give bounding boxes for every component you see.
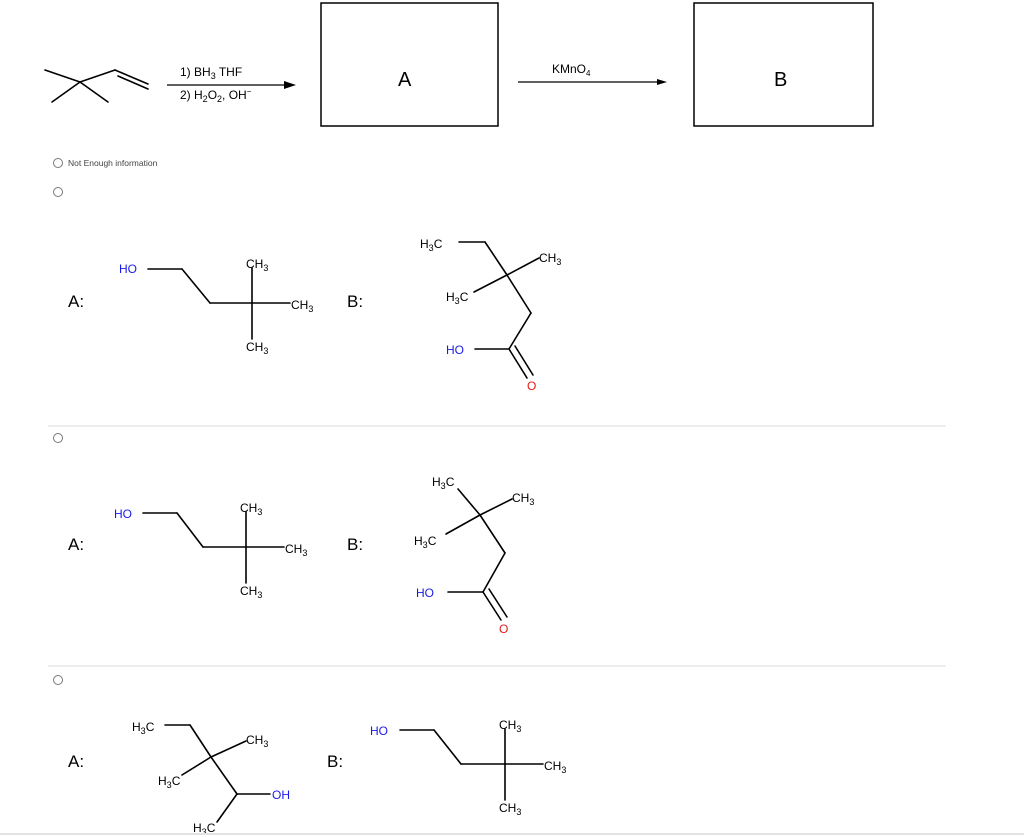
svg-text:CH3: CH3 [246, 257, 268, 273]
svg-text:HO: HO [370, 724, 388, 738]
reagent-step2: 2) H2O2, OH− [180, 87, 252, 104]
reagent-step1: 1) BH3 THF [180, 65, 242, 81]
svg-text:H3C: H3C [420, 237, 443, 253]
starting-material-structure [44, 69, 149, 103]
svg-text:HO: HO [416, 586, 434, 600]
svg-text:CH3: CH3 [291, 298, 313, 314]
radio-option-3 [53, 433, 63, 443]
option-1-text: Not Enough information [68, 158, 158, 168]
svg-text:CH3: CH3 [246, 733, 268, 749]
svg-text:H3C: H3C [193, 821, 216, 837]
option-2[interactable]: A: HO CH3 CH3 CH3 B: H3C CH3 H3C [53, 187, 562, 394]
reaction-arrow-1 [167, 81, 296, 89]
option-2-structure-a: HO CH3 CH3 CH3 [119, 257, 313, 356]
oxidation-reagent: KMnO4 [552, 62, 591, 78]
svg-text:CH3: CH3 [499, 718, 521, 734]
svg-text:O: O [527, 379, 536, 393]
radio-option-1 [53, 158, 63, 168]
svg-text:CH3: CH3 [246, 340, 268, 356]
option-3-structure-b: H3C CH3 H3C HO O [414, 475, 534, 636]
svg-text:OH: OH [272, 788, 290, 802]
radio-option-4 [53, 675, 63, 685]
svg-text:CH3: CH3 [285, 542, 307, 558]
option-2-structure-b: H3C CH3 H3C HO O [420, 237, 561, 393]
option-3-structure-a: HO CH3 CH3 CH3 [114, 501, 307, 600]
option-4-structure-a: H3C CH3 H3C OH H3C [132, 720, 290, 837]
option-4-structure-b: HO CH3 CH3 CH3 [370, 718, 566, 817]
box-a-label: A [398, 69, 412, 91]
option-not-enough-information[interactable]: Not Enough information [53, 158, 158, 168]
svg-text:CH3: CH3 [499, 801, 521, 817]
svg-text:H3C: H3C [446, 290, 469, 306]
svg-text:H3C: H3C [158, 774, 181, 790]
svg-text:H3C: H3C [132, 720, 155, 736]
option-3[interactable]: A: HO CH3 CH3 CH3 B: H3C CH3 H3C HO [53, 433, 535, 637]
svg-text:HO: HO [114, 507, 132, 521]
svg-text:O: O [499, 622, 508, 636]
radio-option-2 [53, 187, 63, 197]
svg-text:CH3: CH3 [512, 491, 534, 507]
svg-text:HO: HO [119, 262, 137, 276]
option-3-a-label: A: [68, 535, 84, 554]
svg-text:HO: HO [446, 343, 464, 357]
option-2-b-label: B: [347, 292, 363, 311]
box-b-label: B [774, 69, 787, 91]
kmno4-label: KMnO4 [552, 62, 591, 78]
option-4-a-label: A: [68, 752, 84, 771]
svg-text:H3C: H3C [432, 475, 455, 491]
svg-text:CH3: CH3 [240, 584, 262, 600]
product-box-a[interactable]: A [320, 2, 499, 127]
option-2-a-label: A: [68, 292, 84, 311]
hydroboration-reagents: 1) BH3 THF 2) H2O2, OH− [180, 65, 252, 104]
reaction-arrow-2 [518, 79, 667, 85]
option-4[interactable]: A: H3C CH3 H3C OH H3C B: HO CH3 CH3 CH3 [53, 675, 567, 837]
option-3-b-label: B: [347, 535, 363, 554]
product-box-b[interactable]: B [693, 2, 874, 127]
svg-text:CH3: CH3 [240, 501, 262, 517]
option-4-b-label: B: [327, 752, 343, 771]
svg-text:CH3: CH3 [544, 759, 566, 775]
svg-text:H3C: H3C [414, 534, 437, 550]
svg-text:CH3: CH3 [539, 251, 561, 267]
